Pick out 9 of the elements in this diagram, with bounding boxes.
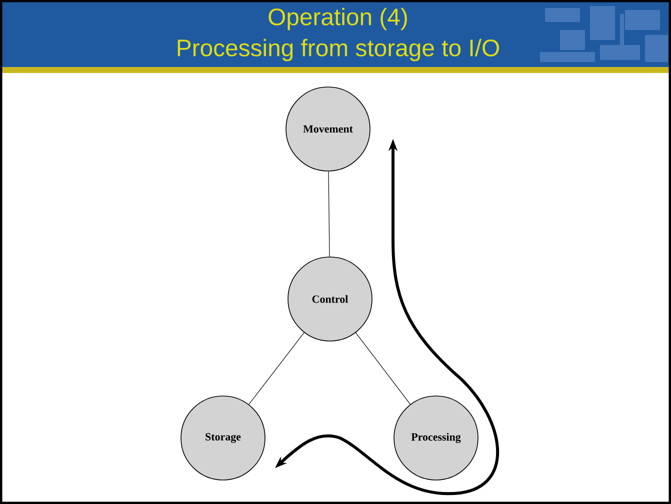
circle-node: Storage <box>180 396 266 480</box>
connector-line <box>355 332 411 405</box>
circle-node: Control <box>288 256 372 342</box>
circle-node: Processing <box>394 396 478 480</box>
slide-title: Operation (4) <box>268 8 407 30</box>
connector-line <box>248 332 304 405</box>
connector-line <box>328 171 330 257</box>
circle-node: Movement <box>286 86 370 172</box>
slide-subtitle: Processing from storage to I/O <box>178 38 499 62</box>
